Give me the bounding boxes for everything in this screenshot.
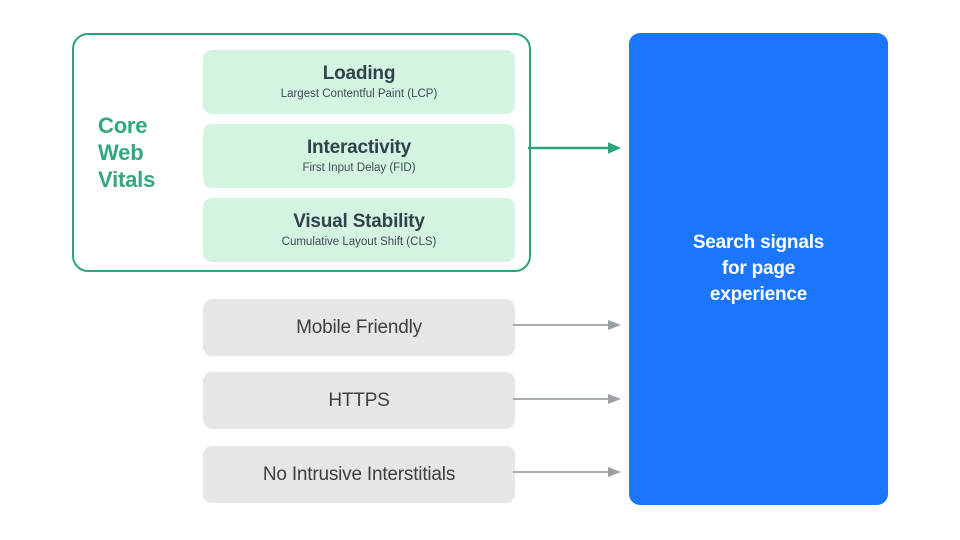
signal-box-mobile-friendly[interactable]: Mobile Friendly xyxy=(203,299,515,356)
search-signals-panel: Search signals for page experience xyxy=(629,33,888,505)
metric-card-subtitle: Cumulative Layout Shift (CLS) xyxy=(281,236,437,248)
search-signals-panel-text: Search signals for page experience xyxy=(692,232,825,305)
signal-box-label: HTTPS xyxy=(328,390,390,411)
metric-card-interactivity[interactable]: Interactivity First Input Delay (FID) xyxy=(203,124,515,188)
metric-card-title: Loading xyxy=(322,63,396,84)
arrow-right-icon-https xyxy=(513,394,621,404)
metric-card-visual-stability[interactable]: Visual Stability Cumulative Layout Shift… xyxy=(203,198,515,262)
signal-box-no-intrusive-interstitials[interactable]: No Intrusive Interstitials xyxy=(203,446,515,503)
metric-card-title: Visual Stability xyxy=(293,211,425,232)
metric-card-title: Interactivity xyxy=(306,137,412,158)
metric-card-subtitle: First Input Delay (FID) xyxy=(302,162,416,174)
signal-box-https[interactable]: HTTPS xyxy=(203,372,515,429)
signal-box-label: No Intrusive Interstitials xyxy=(262,464,456,485)
arrow-right-icon-core-web-vitals xyxy=(528,142,621,154)
arrow-right-icon-mobile-friendly xyxy=(513,320,621,330)
core-web-vitals-label: Core Web Vitals xyxy=(98,113,156,192)
metric-card-loading[interactable]: Loading Largest Contentful Paint (LCP) xyxy=(203,50,515,114)
signal-box-label: Mobile Friendly xyxy=(296,317,422,338)
arrow-right-icon-no-intrusive-interstitials xyxy=(513,467,621,477)
metric-card-subtitle: Largest Contentful Paint (LCP) xyxy=(280,88,438,100)
